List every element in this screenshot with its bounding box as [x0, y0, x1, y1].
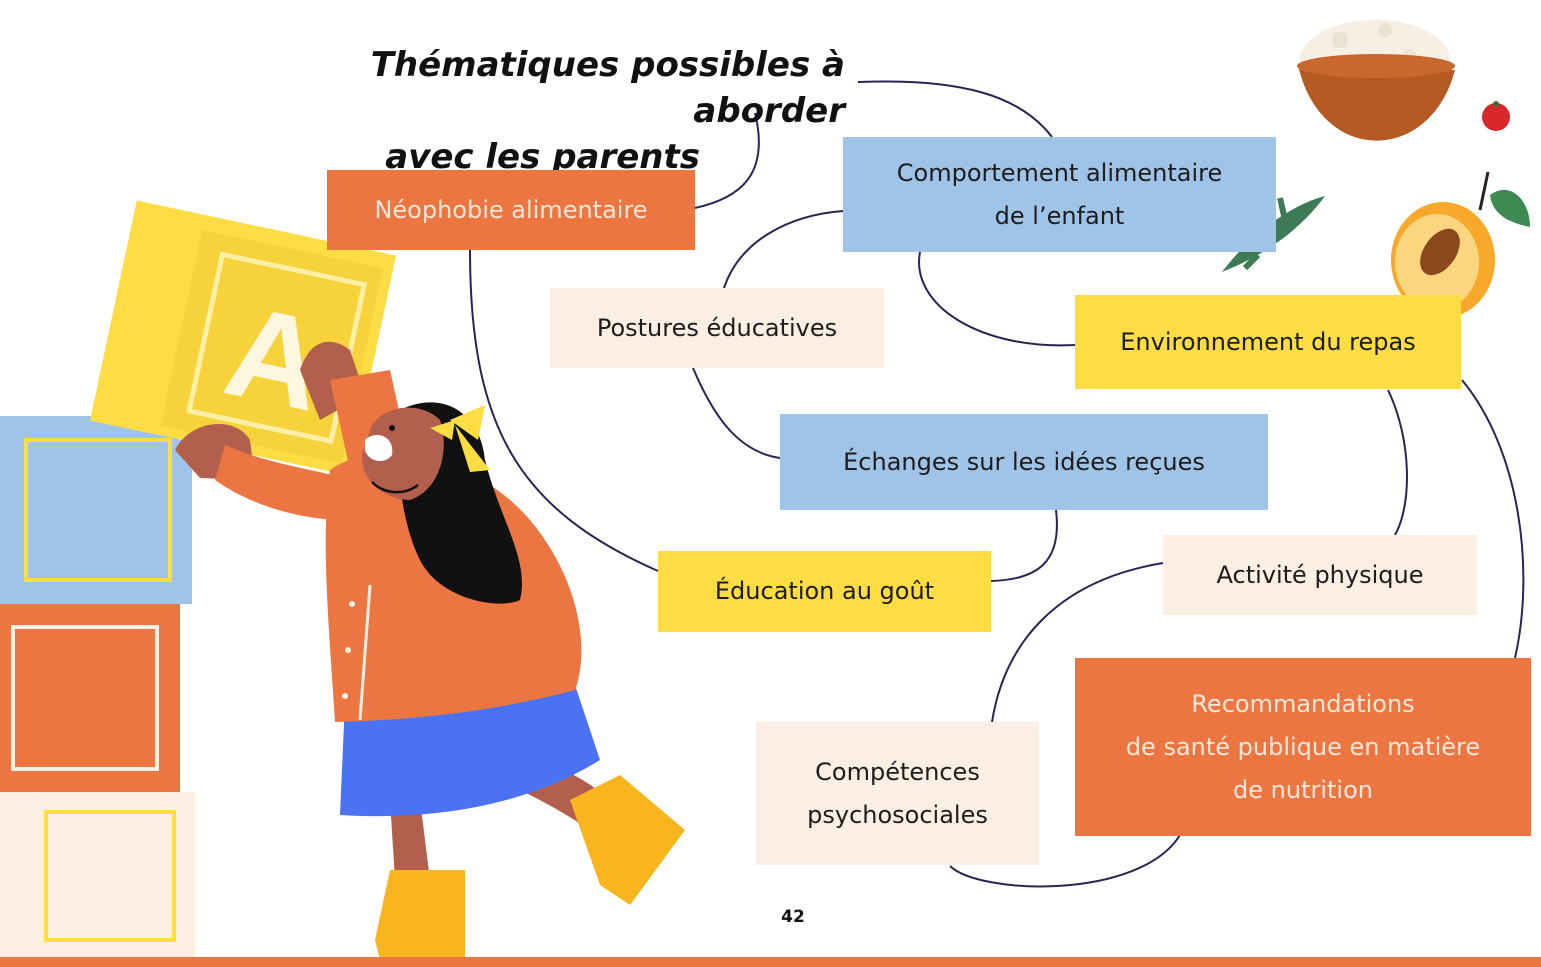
connector-environnement-recommandations [1461, 379, 1525, 659]
topic-recommandations-label-3: de nutrition [1233, 775, 1373, 804]
topic-environnement: Environnement du repas [1075, 295, 1461, 389]
topic-competences-label-2: psychosociales [807, 800, 988, 829]
connector-lines [469, 80, 1525, 888]
connector-competences-recommandations [949, 834, 1181, 888]
berry-image [1482, 101, 1510, 131]
topic-recommandations: Recommandations de santé publique en mat… [1075, 658, 1531, 836]
connector-echanges-education [989, 509, 1058, 582]
connector-postures-echanges [692, 367, 781, 459]
stacked-blocks [0, 416, 195, 962]
page-number: 42 [781, 907, 805, 927]
girl-illustration [175, 341, 685, 960]
topic-postures-label: Postures éducatives [596, 313, 838, 342]
block-cream [0, 792, 195, 962]
topic-comportement-label-1: Comportement alimentaire [896, 158, 1223, 187]
connector-title-comportement [857, 80, 1053, 138]
topic-comportement-label-2: de l’enfant [994, 201, 1125, 230]
topic-activite-label: Activité physique [1216, 560, 1424, 589]
title-line-1: Thématiques possibles à aborder [370, 45, 845, 131]
block-blue [0, 416, 192, 604]
connector-neophobie-education [469, 249, 659, 572]
topic-recommandations-label-1: Recommandations [1191, 689, 1415, 718]
connector-environnement-activite [1387, 389, 1408, 536]
connector-comportement-environnement [918, 251, 1076, 347]
connector-title-neophobie [694, 112, 760, 209]
connector-comportement-postures [723, 210, 844, 289]
topic-neophobie: Néophobie alimentaire [327, 170, 695, 250]
topic-education: Éducation au goût [658, 551, 991, 632]
letter-block: A [89, 200, 396, 476]
diagram-title: Thématiques possibles à aborder avec les… [240, 42, 845, 180]
block-orange [0, 604, 180, 792]
topic-activite: Activité physique [1163, 535, 1477, 615]
topic-recommandations-label-2: de santé publique en matière [1125, 732, 1481, 761]
topic-comportement: Comportement alimentaire de l’enfant [843, 137, 1276, 252]
topic-postures: Postures éducatives [550, 288, 884, 368]
topic-neophobie-label: Néophobie alimentaire [374, 195, 648, 224]
footer-bar [0, 957, 1541, 967]
apricot-image [1391, 171, 1530, 318]
topic-competences: Compétences psychosociales [756, 722, 1039, 865]
topic-competences-label-1: Compétences [815, 757, 980, 786]
topic-environnement-label: Environnement du repas [1120, 327, 1416, 356]
topic-echanges: Échanges sur les idées reçues [780, 414, 1268, 510]
connector-activite-competences [991, 562, 1164, 723]
topic-education-label: Éducation au goût [714, 577, 935, 605]
rice-bowl-image [1297, 20, 1455, 141]
topic-echanges-label: Échanges sur les idées reçues [843, 447, 1205, 476]
